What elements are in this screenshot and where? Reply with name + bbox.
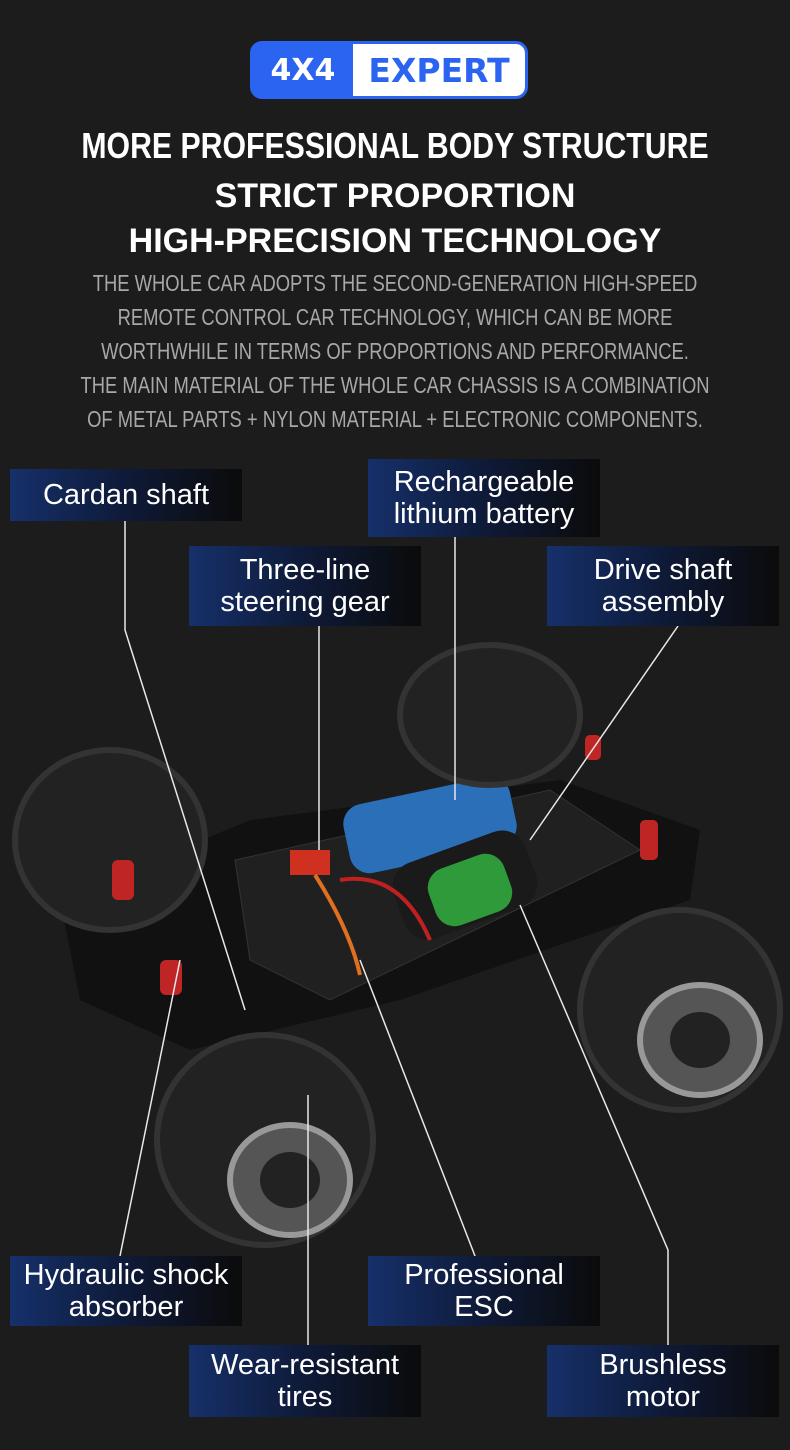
label-tires: Wear-resistant tires: [189, 1345, 421, 1417]
description-line: REMOTE CONTROL CAR TECHNOLOGY, WHICH CAN…: [117, 304, 673, 330]
label-brushless-motor: Brushless motor: [547, 1345, 779, 1417]
description-line: OF METAL PARTS + NYLON MATERIAL + ELECTR…: [87, 406, 703, 432]
label-drive-shaft: Drive shaft assembly: [547, 546, 779, 626]
description: THE WHOLE CAR ADOPTS THE SECOND-GENERATI…: [0, 266, 790, 436]
badge-4x4: 4X4: [270, 52, 336, 88]
shock-absorbers: [112, 735, 658, 995]
badge-expert: EXPERT: [353, 44, 525, 96]
label-steering-gear: Three-line steering gear: [189, 546, 421, 626]
label-lithium-battery: Rechargeable lithium battery: [368, 459, 600, 537]
description-line: THE WHOLE CAR ADOPTS THE SECOND-GENERATI…: [92, 270, 698, 296]
headline-3: HIGH-PRECISION TECHNOLOGY: [128, 222, 662, 260]
wheel-icon: [12, 642, 783, 1248]
expert-badge: 4X4 EXPERT: [250, 41, 528, 99]
description-line: WORTHWHILE IN TERMS OF PROPORTIONS AND P…: [101, 338, 689, 364]
label-shock-absorber: Hydraulic shock absorber: [10, 1256, 242, 1326]
label-esc: Professional ESC: [368, 1256, 600, 1326]
car-chassis: [60, 776, 700, 1050]
leader-lines: [119, 521, 679, 1345]
headline-1: MORE PROFESSIONAL BODY STRUCTURE: [81, 125, 709, 166]
description-line: THE MAIN MATERIAL OF THE WHOLE CAR CHASS…: [80, 372, 710, 398]
label-cardan-shaft: Cardan shaft: [10, 469, 242, 521]
headline-2: STRICT PROPORTION: [214, 177, 576, 215]
